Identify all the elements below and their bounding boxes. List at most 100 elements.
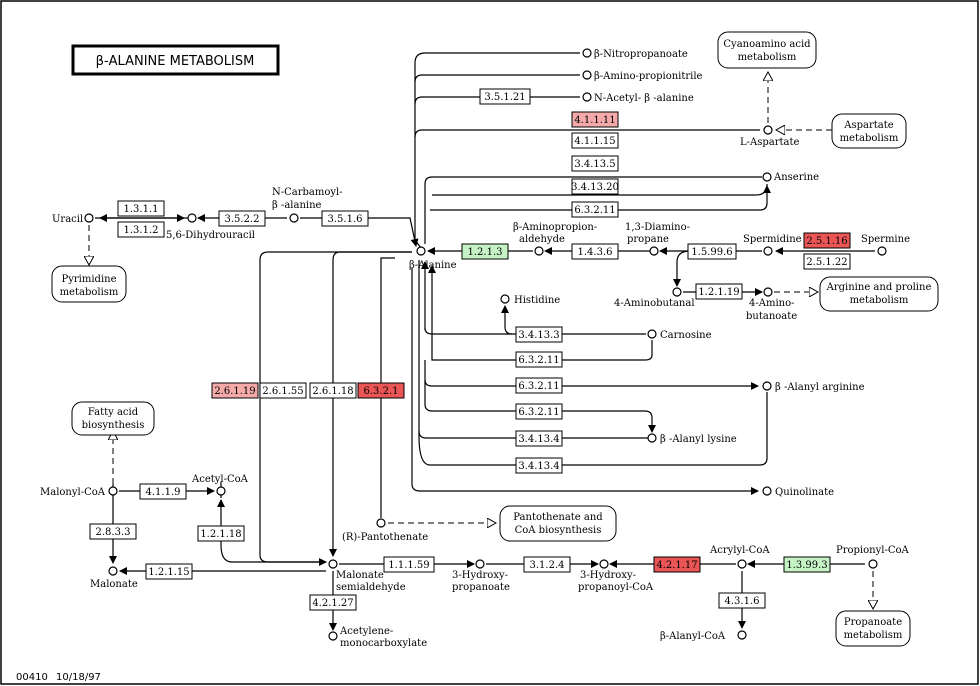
compound-amino-propionitrile[interactable]: β-Amino-propionitrile [582,70,703,82]
enzyme-6.3.2.1[interactable]: 6.3.2.1 [357,382,405,399]
enzyme-3.5.2.2[interactable]: 3.5.2.2 [218,210,266,227]
svg-text:3-Hydroxy-: 3-Hydroxy- [452,570,508,581]
enzyme-2.6.1.18[interactable]: 2.6.1.18 [309,382,357,399]
svg-text:Malonate: Malonate [90,579,138,590]
compound-dihydrouracil[interactable]: 5,6-Dihydrouracil [166,213,255,241]
svg-text:propanoate: propanoate [452,582,510,593]
enzyme-1.2.1.19[interactable]: 1.2.1.19 [695,283,743,300]
compound-malonate[interactable]: Malonate [90,566,138,590]
enzyme-3.4.13.4-a[interactable]: 3.4.13.4 [515,430,563,447]
compound-n-carbamoyl-b-alanine[interactable]: N-Carbamoyl-β -alanine [272,187,343,223]
map-aspartate[interactable]: Aspartate metabolism [831,113,907,149]
compound-hydroxypropanoyl-coa[interactable]: 3-Hydroxy-propanoyl-CoA [578,559,654,593]
enzyme-6.3.2.11-arginine[interactable]: 6.3.2.11 [515,377,563,394]
enzyme-1.4.3.6[interactable]: 1.4.3.6 [571,243,619,260]
svg-text:1,3-Diamino-: 1,3-Diamino- [625,222,690,233]
compound-acetylene-monocarboxylate[interactable]: Acetylene-monocarboxylate [328,626,427,649]
enzyme-4.2.1.17[interactable]: 4.2.1.17 [653,556,701,573]
enzyme-3.4.13.5[interactable]: 3.4.13.5 [571,155,619,172]
svg-text:3.5.2.2: 3.5.2.2 [225,214,260,225]
map-arginine[interactable]: Arginine and proline metabolism [819,276,939,312]
compound-aminobutanal[interactable]: 4-Aminobutanal [614,287,695,309]
enzyme-4.1.1.9[interactable]: 4.1.1.9 [139,483,187,500]
enzyme-3.4.13.20[interactable]: 3.4.13.20 [571,178,619,195]
compound-pantothenate[interactable]: (R)-Pantothenate [342,518,428,543]
compound-alanyl-coa[interactable]: β-Alanyl-CoA [660,630,747,642]
svg-text:β-Alanyl-CoA: β-Alanyl-CoA [660,631,726,642]
svg-text:6.3.2.11: 6.3.2.11 [518,381,559,392]
enzyme-3.5.1.6[interactable]: 3.5.1.6 [321,210,369,227]
enzyme-6.3.2.11-lysine[interactable]: 6.3.2.11 [515,403,563,420]
compound-uracil[interactable]: Uracil [52,213,94,225]
enzyme-1.2.1.18[interactable]: 1.2.1.18 [197,525,245,542]
enzyme-3.4.13.3[interactable]: 3.4.13.3 [515,326,563,343]
enzyme-1.3.99.3[interactable]: 1.3.99.3 [783,556,831,573]
svg-text:2.6.1.19: 2.6.1.19 [214,386,255,397]
enzyme-2.5.1.16[interactable]: 2.5.1.16 [803,232,851,249]
svg-text:4.1.1.9: 4.1.1.9 [146,487,181,498]
map-fatty-acid[interactable]: Fatty acid biosynthesis [71,401,155,436]
enzyme-3.1.2.4[interactable]: 3.1.2.4 [523,556,571,573]
compound-alanyl-lysine[interactable]: β -Alanyl lysine [647,433,737,445]
map-pantothenate[interactable]: Pantothenate and CoA biosynthesis [499,505,617,542]
compound-quinolinate[interactable]: Quinolinate [762,486,834,498]
enzyme-4.1.1.11[interactable]: 4.1.1.11 [571,111,619,128]
enzyme-1.2.1.15[interactable]: 1.2.1.15 [145,563,193,580]
map-pyrimidine[interactable]: Pyrimidine metabolism [51,265,127,303]
compound-b-alanine[interactable]: β-Alanine [409,246,457,271]
compound-histidine[interactable]: Histidine [500,294,560,306]
enzyme-1.3.1.2[interactable]: 1.3.1.2 [117,221,165,238]
enzyme-2.6.1.19[interactable]: 2.6.1.19 [211,382,259,399]
map-id: 00410 [16,672,48,683]
svg-text:3-Hydroxy-: 3-Hydroxy- [580,570,636,581]
compound-spermine[interactable]: Spermine [861,234,910,256]
enzyme-1.3.1.1[interactable]: 1.3.1.1 [117,200,165,217]
compound-spermidine[interactable]: Spermidine [743,234,802,256]
enzyme-1.1.1.59[interactable]: 1.1.1.59 [383,556,435,573]
enzyme-6.3.2.11-carnosine[interactable]: 6.3.2.11 [515,351,563,368]
enzyme-4.1.1.15[interactable]: 4.1.1.15 [571,132,619,149]
map-propanoate[interactable]: Propanoate metabolism [835,610,911,647]
svg-text:3.5.1.21: 3.5.1.21 [484,92,525,103]
svg-text:4.1.1.15: 4.1.1.15 [574,136,615,147]
compound-alanyl-arginine[interactable]: β -Alanyl arginine [762,381,865,393]
svg-text:(R)-Pantothenate: (R)-Pantothenate [342,532,428,543]
compound-malonyl-coa[interactable]: Malonyl-CoA [40,486,118,498]
svg-text:1.3.1.1: 1.3.1.1 [124,204,159,215]
enzyme-2.5.1.22[interactable]: 2.5.1.22 [803,253,851,270]
svg-text:6.3.2.11: 6.3.2.11 [518,407,559,418]
enzyme-2.6.1.55[interactable]: 2.6.1.55 [259,382,307,399]
svg-text:Acrylyl-CoA: Acrylyl-CoA [709,545,770,556]
compound-diaminopropane[interactable]: 1,3-Diamino-propane [625,222,690,256]
enzyme-3.5.1.21[interactable]: 3.5.1.21 [479,88,531,105]
enzyme-1.2.1.3[interactable]: 1.2.1.3 [461,243,509,260]
svg-text:aldehyde: aldehyde [519,234,565,245]
compound-aminobutanoate[interactable]: 4-Amino-butanoate [746,287,797,322]
enzyme-6.3.2.11-top[interactable]: 6.3.2.11 [571,201,619,218]
enzyme-1.5.99.6[interactable]: 1.5.99.6 [687,243,737,260]
map-cyanoamino[interactable]: Cyanoamino acid metabolism [717,31,817,69]
compound-acrylyl-coa[interactable]: Acrylyl-CoA [709,545,770,569]
compound-acetyl-coa[interactable]: Acetyl-CoA [191,474,249,496]
svg-text:propane: propane [627,234,669,245]
enzyme-4.2.1.27[interactable]: 4.2.1.27 [309,594,357,611]
enzyme-3.4.13.4-b[interactable]: 3.4.13.4 [515,457,563,474]
compound-hydroxypropanoate[interactable]: 3-Hydroxy-propanoate [452,559,510,593]
compound-n-acetyl-b-alanine[interactable]: N-Acetyl- β -alanine [582,92,694,104]
compound-aminopropionaldehyde[interactable]: β-Aminopropion-aldehyde [513,222,597,256]
enzyme-4.3.1.6[interactable]: 4.3.1.6 [718,592,766,609]
svg-text:Pantothenate and: Pantothenate and [513,512,603,523]
compound-l-aspartate[interactable]: L-Aspartate [740,125,800,148]
enzyme-2.8.3.3[interactable]: 2.8.3.3 [89,523,137,540]
compound-propionyl-coa[interactable]: Propionyl-CoA [836,545,909,569]
svg-text:2.5.1.22: 2.5.1.22 [806,257,847,268]
compound-carnosine[interactable]: Carnosine [647,329,712,341]
svg-text:1.2.1.19: 1.2.1.19 [698,287,739,298]
svg-text:monocarboxylate: monocarboxylate [340,638,427,649]
svg-text:metabolism: metabolism [844,630,903,641]
compound-anserine[interactable]: Anserine [762,172,819,183]
compound-nitropropanoate[interactable]: β-Nitropropanoate [582,48,688,60]
